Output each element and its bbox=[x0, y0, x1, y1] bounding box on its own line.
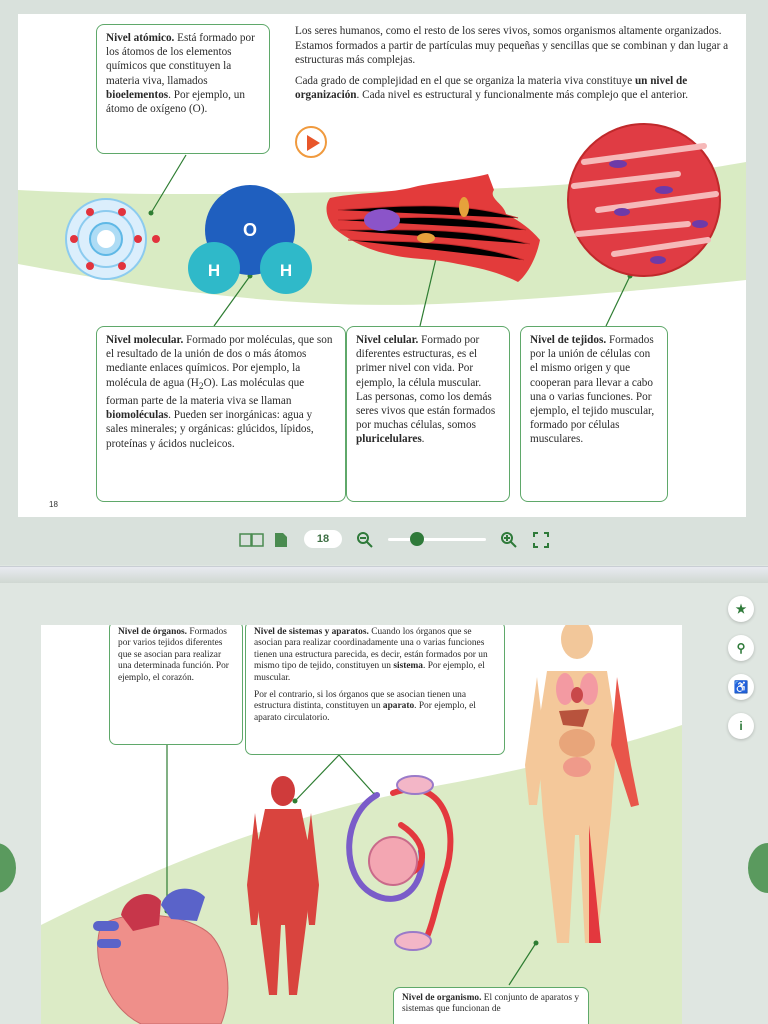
molecular-title: Nivel molecular. bbox=[106, 334, 184, 346]
page-number-input[interactable]: 18 bbox=[304, 530, 342, 548]
molecular-bold: biomoléculas bbox=[106, 409, 169, 422]
cellular-title: Nivel celular. bbox=[356, 334, 419, 346]
intro-p2-end: . Cada nivel es estructural y funcionalm… bbox=[356, 89, 689, 102]
star-icon: ★ bbox=[735, 602, 747, 616]
circulatory-system-illustration bbox=[346, 775, 454, 951]
tissue-title: Nivel de tejidos. bbox=[530, 334, 607, 346]
fullscreen-icon[interactable] bbox=[532, 531, 550, 549]
zoom-slider-track[interactable] bbox=[388, 538, 486, 541]
heart-illustration bbox=[93, 888, 229, 1024]
organism-text: El conjunto de aparatos y sistemas que f… bbox=[402, 993, 580, 1015]
atomic-text-end: . Por ejemplo, un átomo de oxígeno (O). bbox=[106, 88, 245, 116]
zoom-in-icon[interactable] bbox=[500, 531, 518, 549]
single-page-view-button[interactable] bbox=[272, 530, 290, 550]
systems-p1-end: . Por ejemplo, el muscular. bbox=[254, 661, 485, 683]
intro-paragraph-1: Los seres humanos, como el resto de los … bbox=[295, 25, 729, 67]
single-page-icon bbox=[275, 533, 287, 547]
organism-level-box: Nivel de organismo. El conjunto de apara… bbox=[393, 987, 589, 1024]
organs-text: Formados por varios tejidos diferentes q… bbox=[118, 627, 229, 683]
systems-p2-end: . Por ejemplo, el aparato circulatorio. bbox=[254, 701, 476, 723]
atomic-bold: bioelementos bbox=[106, 88, 169, 101]
book-page-18: Nivel atómico. Está formado por los átom… bbox=[18, 14, 746, 517]
systems-p2-bold: aparato bbox=[382, 701, 415, 712]
systems-p2: Por el contrario, si los órganos que se … bbox=[254, 690, 496, 724]
search-icon: ⚲ bbox=[736, 641, 746, 655]
next-page-button[interactable] bbox=[748, 843, 768, 893]
water-molecule-illustration bbox=[188, 185, 312, 294]
molecular-text-3: . Pueden ser inorgánicas: agua y sales m… bbox=[106, 409, 314, 450]
page-number: 18 bbox=[49, 500, 58, 509]
double-page-icon bbox=[239, 533, 264, 547]
intro-p2-start: Cada grado de complejidad en el que se o… bbox=[295, 74, 633, 87]
systems-p2-text: Por el contrario, si los órganos que se … bbox=[254, 690, 467, 712]
viewer-toolbar bbox=[0, 526, 768, 556]
molecular-sub: 2 bbox=[198, 381, 204, 392]
molecule-label-h2: H bbox=[280, 261, 292, 280]
molecular-level-box: Nivel molecular. Formado por moléculas, … bbox=[96, 326, 346, 502]
atomic-title: Nivel atómico. bbox=[106, 32, 175, 44]
favorite-button[interactable]: ★ bbox=[728, 596, 754, 622]
molecule-label-o: O bbox=[243, 220, 257, 240]
systems-title: Nivel de sistemas y aparatos. bbox=[254, 627, 369, 637]
muscle-tissue-illustration bbox=[567, 123, 721, 277]
atomic-level-box: Nivel atómico. Está formado por los átom… bbox=[96, 24, 270, 154]
info-icon: i bbox=[739, 719, 743, 733]
human-organism-illustration bbox=[525, 625, 639, 943]
zoom-out-icon[interactable] bbox=[356, 531, 374, 549]
organs-title: Nivel de órganos. bbox=[118, 627, 188, 637]
level-illustrations: O H H bbox=[65, 123, 721, 327]
zoom-slider-thumb[interactable] bbox=[410, 532, 424, 546]
double-page-view-button[interactable] bbox=[238, 530, 266, 550]
molecular-text: Formado por moléculas, que son el result… bbox=[106, 334, 333, 389]
muscular-system-illustration bbox=[247, 776, 319, 995]
systems-p1: Nivel de sistemas y aparatos. Cuando los… bbox=[254, 627, 496, 684]
intro-p2-bold: un nivel de organización bbox=[295, 74, 688, 102]
systems-p1-bold: sistema bbox=[393, 661, 423, 672]
molecular-text-2: O). Las moléculas que forman parte de la… bbox=[106, 376, 305, 408]
intro-paragraph-2: Cada grado de complejidad en el que se o… bbox=[295, 74, 733, 103]
systems-level-box: Nivel de sistemas y aparatos. Cuando los… bbox=[245, 625, 505, 755]
cellular-bold: pluricelulares bbox=[356, 433, 422, 446]
atomic-text: Está formado por los átomos de los eleme… bbox=[106, 32, 255, 87]
accessibility-button[interactable]: ♿ bbox=[728, 674, 754, 700]
page2-illustrations bbox=[41, 625, 682, 1024]
tissue-text: Formados por la unión de células con el … bbox=[530, 334, 655, 446]
cellular-text-end: . bbox=[421, 433, 425, 446]
info-button[interactable]: i bbox=[728, 713, 754, 739]
search-button[interactable]: ⚲ bbox=[728, 635, 754, 661]
organs-level-box: Nivel de órganos. Formados por varios te… bbox=[109, 625, 243, 745]
organism-title: Nivel de organismo. bbox=[402, 993, 482, 1003]
prev-page-button[interactable] bbox=[0, 843, 16, 893]
tissue-level-box: Nivel de tejidos. Formados por la unión … bbox=[520, 326, 668, 502]
book-page-19: Nivel de órganos. Formados por varios te… bbox=[41, 625, 682, 1024]
cellular-text: Formado por diferentes estructuras, es e… bbox=[356, 334, 496, 432]
play-video-button[interactable] bbox=[295, 126, 327, 158]
atom-illustration bbox=[65, 198, 160, 280]
systems-p1-text: Cuando los órganos que se asocian para r… bbox=[254, 627, 488, 672]
muscle-cell-illustration bbox=[326, 174, 540, 282]
window-divider bbox=[0, 566, 768, 583]
cellular-level-box: Nivel celular. Formado por diferentes es… bbox=[346, 326, 510, 502]
accessibility-icon: ♿ bbox=[733, 680, 749, 694]
molecule-label-h1: H bbox=[208, 261, 220, 280]
intro-text: Los seres humanos, como el resto de los … bbox=[295, 24, 733, 109]
